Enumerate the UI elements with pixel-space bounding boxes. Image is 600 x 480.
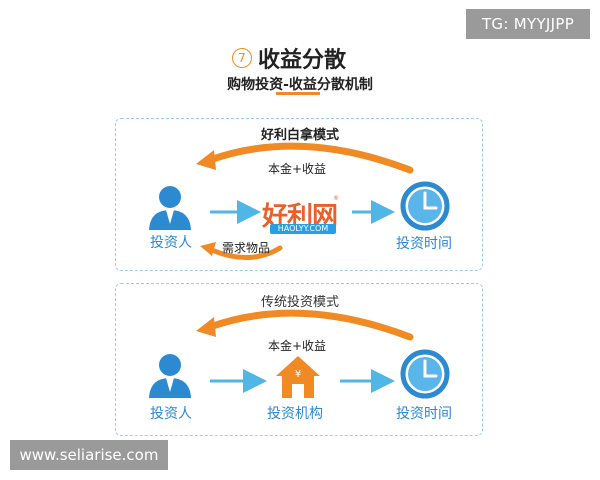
demand-arrow [200,242,283,261]
haoli-model-panel [115,118,483,271]
clock-icon-2 [400,349,450,399]
page-subtitle: 购物投资-收益分散机制 [227,77,373,93]
traditional-model-title: 传统投资模式 [260,295,339,310]
page-title: 收益分散 [258,48,347,73]
institution-label: 投资机构 [267,406,323,422]
return-flow-label: 本金+收益 [268,162,327,176]
time-label-2: 投资时间 [396,406,452,422]
haoli-logo-sub: HAOLYY.COM [270,224,336,234]
time-label: 投资时间 [396,236,452,252]
haoli-logo-reg: ® [333,195,339,202]
watermark-site: www.seliarise.com [10,440,168,470]
svg-text:¥: ¥ [295,369,301,380]
investor-label-2: 投资人 [150,406,192,422]
step-number: 7 [232,48,252,68]
return-flow-label-2: 本金+收益 [268,339,327,353]
investor-label: 投资人 [150,235,192,251]
traditional-model-panel [115,283,483,436]
watermark-tg: TG: MYYJJPP [466,9,590,39]
investor-icon-2 [149,354,191,398]
clock-icon [400,181,450,231]
return-arrow-bottom [196,309,414,341]
haoli-model-title: 好利白拿模式 [260,128,339,143]
institution-icon: ¥ [276,356,320,398]
return-arrow-top [196,142,414,174]
investor-icon [149,186,191,230]
title-underline [276,92,320,95]
demand-label: 需求物品 [222,241,271,255]
